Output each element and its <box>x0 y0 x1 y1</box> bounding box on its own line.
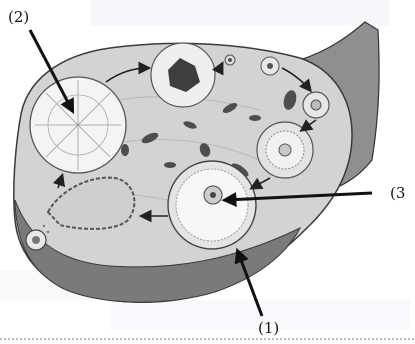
corpus-albicans <box>30 77 126 173</box>
corpus-luteum <box>151 43 215 107</box>
label-3: (3 <box>390 184 405 202</box>
label-2: (2) <box>8 8 29 26</box>
secondary-follicle <box>257 122 313 178</box>
primary-follicle <box>303 92 329 118</box>
graafian-follicle <box>168 161 256 249</box>
label-1: (1) <box>258 319 279 337</box>
